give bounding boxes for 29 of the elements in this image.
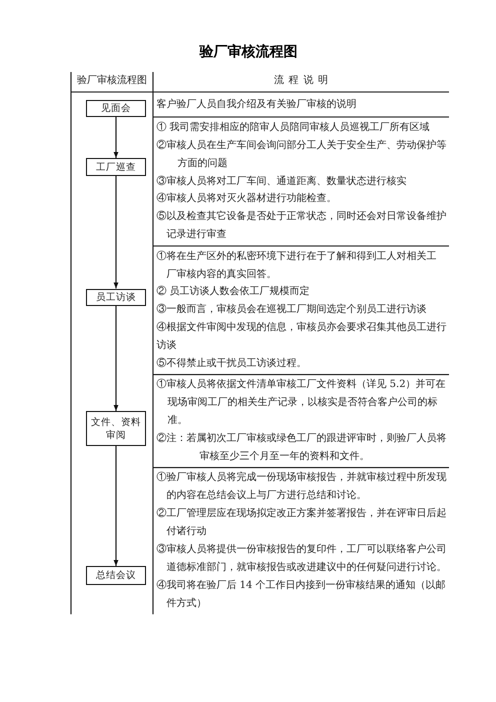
step-description: ③审核人员将对工厂车间、通道距离、数量状态进行核实 xyxy=(156,174,406,189)
arrow xyxy=(114,117,118,158)
diagram-title: 验厂审核流程图 xyxy=(200,43,298,61)
step-description: ②注：若属初次工厂审核或绿色工厂的跟进评审时，则验厂人员将审核至少三个月至一年的资料和文件。 xyxy=(156,432,446,464)
step-description: ⑤不得禁止或干扰员工访谈过程。 xyxy=(156,356,306,372)
step-description: ④根据文件审阅中发现的信息，审核员亦会要求召集其他员工进行访谈 xyxy=(156,320,446,354)
step-description: 客户验厂人员自我介绍及有关验厂审核的说明 xyxy=(156,98,356,112)
process-box: 员工访谈 xyxy=(86,288,146,306)
step-description: ④我司将在验厂后 14 个工作日内接到一份审核结果的通知（以邮件方式） xyxy=(156,578,446,611)
step-description: ⑤以及检查其它设备是否处于正常状态，同时还会对日常设备维护记录进行审查 xyxy=(156,210,446,242)
step-description: ②工厂管理层应在现场拟定改正方案并签署报告，并在评审日后起付诸行动 xyxy=(156,506,446,540)
arrow xyxy=(114,446,118,566)
process-box: 工厂巡查 xyxy=(86,158,146,176)
step-description: ②审核人员在生产车间会询问部分工人关于安全生产、劳动保护等方面的问题 xyxy=(156,138,446,171)
step-description: ① 我司需安排相应的陪审人员陪同审核人员巡视工厂所有区域 xyxy=(156,120,430,135)
step-description: ①验厂审核人员将完成一份现场审核报告，并就审核过程中所发现的内容在总结会议上与厂方进行总结和讨论。 xyxy=(156,470,446,504)
process-box: 文件、资料审阅 xyxy=(86,411,146,446)
column-header: 验厂审核流程图 xyxy=(77,74,147,88)
process-box: 总结会议 xyxy=(86,566,146,585)
step-description: ② 员工访谈人数会依工厂规模而定 xyxy=(156,284,310,300)
column-header: 流 程 说 明 xyxy=(274,74,328,88)
step-description: ①将在生产区外的私密环境下进行在于了解和得到工人对相关工厂审核内容的真实回答。 xyxy=(156,250,436,282)
arrow xyxy=(114,306,118,411)
process-box: 见面会 xyxy=(86,100,146,117)
step-description: ③一般而言，审核员会在巡视工厂期间选定个别员工进行访谈 xyxy=(156,302,426,318)
arrow xyxy=(114,176,118,288)
step-description: ④审核人员将对灭火器材进行功能检查。 xyxy=(156,192,336,206)
step-description: ③审核人员将提供一份审核报告的复印件，工厂可以联络客户公司道德标准部门，就审核报告或改进建议中的任何疑问进行讨论。 xyxy=(156,542,446,575)
step-description: ①审核人员将依据文件清单审核工厂文件资料（详见 5.2）并可在现场审阅工厂的相关生产记录，以核实是否符合客户公司的标准。 xyxy=(156,378,446,428)
